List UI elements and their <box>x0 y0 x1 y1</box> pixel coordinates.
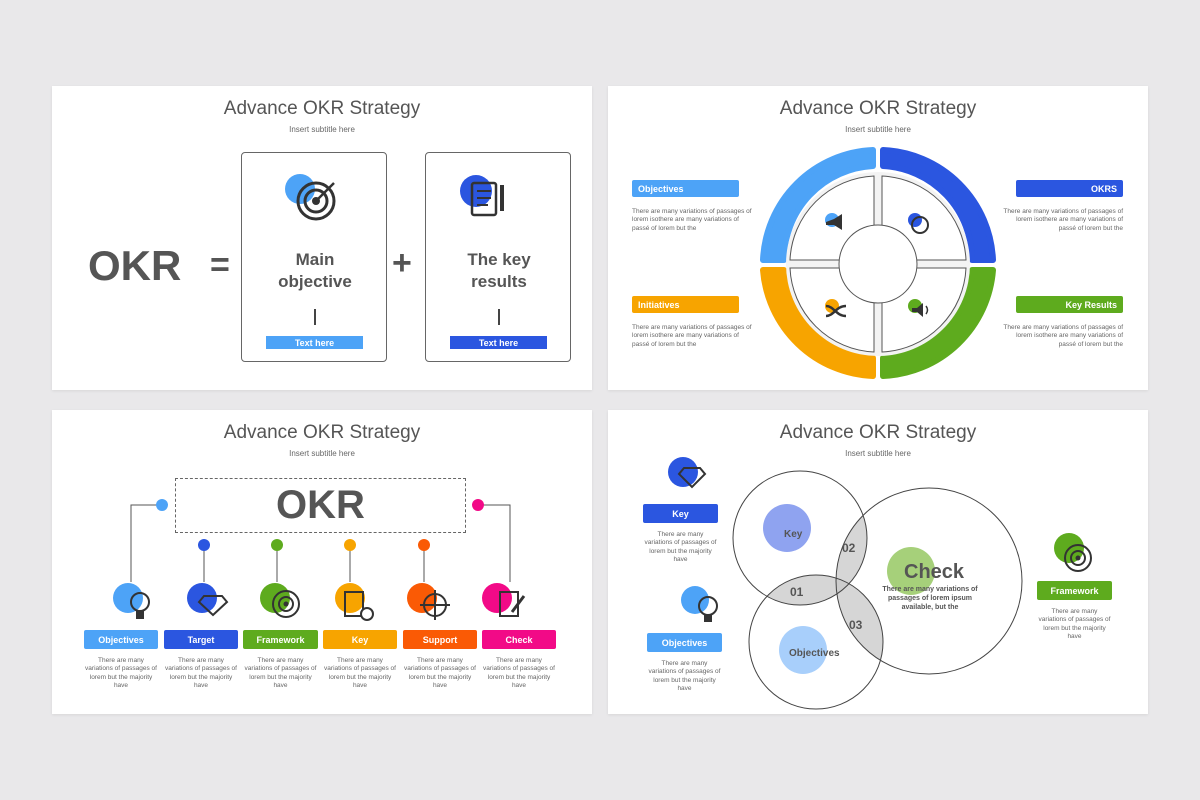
box-line2: objective <box>278 272 352 291</box>
equals-sign: = <box>210 246 230 284</box>
text-here-button[interactable]: Text here <box>450 336 547 349</box>
objectives-label: Objectives <box>647 633 722 652</box>
slide-okr-components[interactable]: Advance OKR Strategy Insert subtitle her… <box>52 410 592 714</box>
okr-heading: OKR <box>175 478 466 533</box>
connector-dot <box>156 499 168 511</box>
slide-subtitle: Insert subtitle here <box>289 125 355 134</box>
venn-check-text: There are many variations of passages of… <box>882 586 978 611</box>
check-bubble <box>887 547 935 595</box>
overlap-03-label: 03 <box>849 618 863 632</box>
cycle-segment-key-results <box>880 267 996 379</box>
connector-dot <box>198 539 210 551</box>
slide-subtitle: Insert subtitle here <box>289 449 355 458</box>
document-clock-icon <box>335 583 374 621</box>
framework-text: There are many variations of passages of… <box>244 657 317 689</box>
slide-subtitle: Insert subtitle here <box>845 449 911 458</box>
key-results-text: There are many variations of passages of… <box>1003 324 1123 348</box>
framework-label: Framework <box>1037 581 1112 600</box>
objectives-label: Objectives <box>632 180 739 197</box>
diamond-icon <box>187 583 229 617</box>
slide-okr-equation[interactable]: Advance OKR Strategy Insert subtitle her… <box>52 86 592 390</box>
target-icon <box>285 174 336 221</box>
initiatives-text: There are many variations of passages of… <box>632 324 752 348</box>
slide-subtitle: Insert subtitle here <box>845 125 911 134</box>
overlap-01-label: 01 <box>790 585 804 599</box>
shuffle-icon <box>825 299 847 318</box>
key-label: Key <box>643 504 718 523</box>
objectives-bubble <box>779 626 827 674</box>
clock-icon <box>908 213 929 234</box>
venn-check-label: Check <box>904 561 965 583</box>
framework-label: Framework <box>243 630 318 649</box>
box-line1: The key <box>467 250 531 269</box>
divider <box>314 309 316 325</box>
key-label: Key <box>323 630 397 649</box>
check-text: There are many variations of passages of… <box>483 657 555 689</box>
key-bubble <box>763 504 811 552</box>
main-objective-box: Main objective Text here <box>241 152 387 362</box>
divider <box>498 309 500 325</box>
box-line1: Main <box>295 250 335 269</box>
check-label: Check <box>482 630 556 649</box>
slide-title: Advance OKR Strategy <box>779 422 977 443</box>
connector-dot <box>271 539 283 551</box>
objectives-text: There are many variations of passages of… <box>632 208 752 232</box>
support-label: Support <box>403 630 477 649</box>
initiatives-label: Initiatives <box>632 296 739 313</box>
key-text: There are many variations of passages of… <box>644 531 717 563</box>
connector-dot <box>344 539 356 551</box>
target-label: Target <box>164 630 238 649</box>
diamond-icon <box>668 457 707 489</box>
speaker-icon <box>908 299 929 317</box>
framework-text: There are many variations of passages of… <box>1038 608 1111 640</box>
target-icon <box>1054 533 1092 572</box>
connector-lines <box>113 499 526 621</box>
megaphone-icon <box>825 213 842 230</box>
cycle-diagram <box>760 147 996 379</box>
overlap-02-label: 02 <box>842 541 856 555</box>
target-icon <box>260 583 300 618</box>
cycle-segment-initiatives <box>760 267 876 379</box>
slide-title: Advance OKR Strategy <box>779 98 977 119</box>
slide-okr-cycle[interactable]: Advance OKR Strategy Insert subtitle her… <box>608 86 1148 390</box>
lightbulb-icon <box>681 586 718 622</box>
text-here-button[interactable]: Text here <box>266 336 363 349</box>
venn-objectives-label: Objectives <box>789 648 840 659</box>
key-results-label: Key Results <box>1016 296 1123 313</box>
lightbulb-icon <box>113 583 150 619</box>
key-text: There are many variations of passages of… <box>324 657 396 689</box>
cycle-segment-objectives <box>760 147 876 263</box>
key-results-box: The key results Text here <box>425 152 571 362</box>
support-text: There are many variations of passages of… <box>404 657 476 689</box>
objectives-label: Objectives <box>84 630 158 649</box>
document-pen-icon <box>482 583 526 617</box>
okrs-text: There are many variations of passages of… <box>1003 208 1123 232</box>
cycle-segment-okrs <box>880 147 996 263</box>
box-line2: results <box>471 272 527 291</box>
target-text: There are many variations of passages of… <box>165 657 237 689</box>
plus-sign: + <box>392 244 412 282</box>
venn-diagram <box>668 457 1092 710</box>
okr-label: OKR <box>88 242 182 289</box>
crosshair-icon <box>407 583 450 620</box>
objectives-text: There are many variations of passages of… <box>85 657 157 689</box>
connector-dot <box>472 499 484 511</box>
document-pen-icon <box>460 175 504 217</box>
slide-title: Advance OKR Strategy <box>223 98 421 119</box>
slide-okr-venn[interactable]: Advance OKR Strategy Insert subtitle her… <box>608 410 1148 714</box>
connector-dot <box>418 539 430 551</box>
venn-key-label: Key <box>784 529 803 540</box>
slide-title: Advance OKR Strategy <box>223 422 421 443</box>
okrs-label: OKRS <box>1016 180 1123 197</box>
objectives-text: There are many variations of passages of… <box>648 660 721 692</box>
